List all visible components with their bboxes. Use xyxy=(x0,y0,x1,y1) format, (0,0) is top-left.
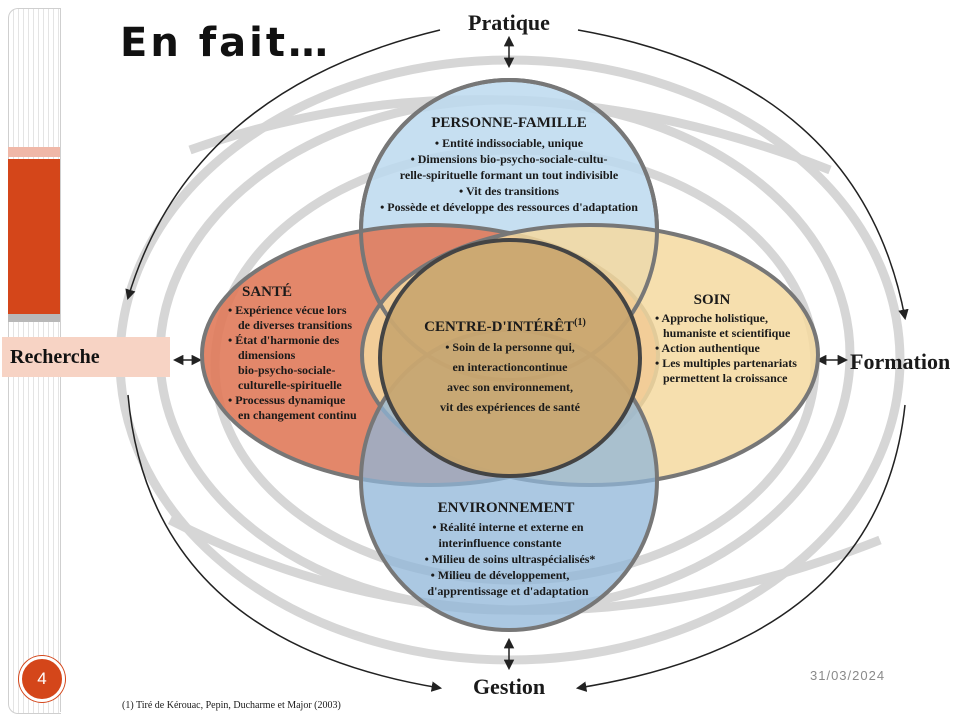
environnement-line: d'apprentissage et d'adaptation xyxy=(427,584,588,598)
soin-line: permettent la croissance xyxy=(663,371,788,385)
centre-title-text: CENTRE-D'INTÉRÊT xyxy=(424,318,574,335)
label-gestion: Gestion xyxy=(473,674,545,699)
accent-stripe-light xyxy=(8,147,60,157)
environnement-title: ENVIRONNEMENT xyxy=(438,500,575,516)
personne-line: • Vit des transitions xyxy=(459,184,559,198)
personne-line: • Possède et développe des ressources d'… xyxy=(380,200,638,214)
soin-line: humaniste et scientifique xyxy=(663,326,791,340)
sante-line: bio-psycho-sociale- xyxy=(238,363,335,377)
sante-line: dimensions xyxy=(238,348,296,362)
slide-date: 31/03/2024 xyxy=(810,668,886,683)
soin-line: • Action authentique xyxy=(655,341,761,355)
personne-line: • Entité indissociable, unique xyxy=(435,136,584,150)
sante-line: de diverses transitions xyxy=(238,318,352,332)
personne-line: • Dimensions bio-psycho-sociale-cultu- xyxy=(411,152,608,166)
outer-arrows xyxy=(125,29,909,692)
centre-line: en interactioncontinue xyxy=(453,360,569,374)
centre-interet-ellipse xyxy=(378,238,642,478)
sante-title: SANTÉ xyxy=(242,283,292,300)
centre-title: CENTRE-D'INTÉRÊT(1) xyxy=(424,317,586,335)
personne-line: relle-spirituelle formant un tout indivi… xyxy=(400,168,619,182)
label-recherche: Recherche xyxy=(2,337,170,377)
environnement-line: • Milieu de développement, xyxy=(431,568,570,582)
centre-title-sup: (1) xyxy=(574,317,586,328)
centre-line: vit des expériences de santé xyxy=(440,400,581,414)
soin-title: SOIN xyxy=(694,292,731,308)
slide-title: En fait… xyxy=(120,20,331,66)
soin-line: • Approche holistique, xyxy=(655,311,768,325)
soin-line: • Les multiples partenariats xyxy=(655,356,797,370)
label-pratique: Pratique xyxy=(468,10,550,35)
centre-line: • Soin de la personne qui, xyxy=(445,340,575,354)
personne-title: PERSONNE-FAMILLE xyxy=(431,115,587,131)
page-number-badge: 4 xyxy=(19,656,65,702)
environnement-line: • Milieu de soins ultraspécialisés* xyxy=(425,552,596,566)
environnement-line: interinfluence constante xyxy=(439,536,563,550)
sante-line: • Processus dynamique xyxy=(228,393,346,407)
sante-line: en changement continu xyxy=(238,408,357,422)
accent-bar xyxy=(8,159,60,314)
sante-line: • État d'harmonie des xyxy=(228,333,340,347)
footnote: (1) Tiré de Kérouac, Pepin, Ducharme et … xyxy=(122,700,341,711)
centre-line: avec son environnement, xyxy=(447,380,573,394)
sante-line: culturelle-spirituelle xyxy=(238,378,342,392)
environnement-line: • Réalité interne et externe en xyxy=(432,520,583,534)
label-formation: Formation xyxy=(850,349,950,374)
sante-line: • Expérience vécue lors xyxy=(228,303,347,317)
accent-stripe-gray xyxy=(8,314,60,322)
